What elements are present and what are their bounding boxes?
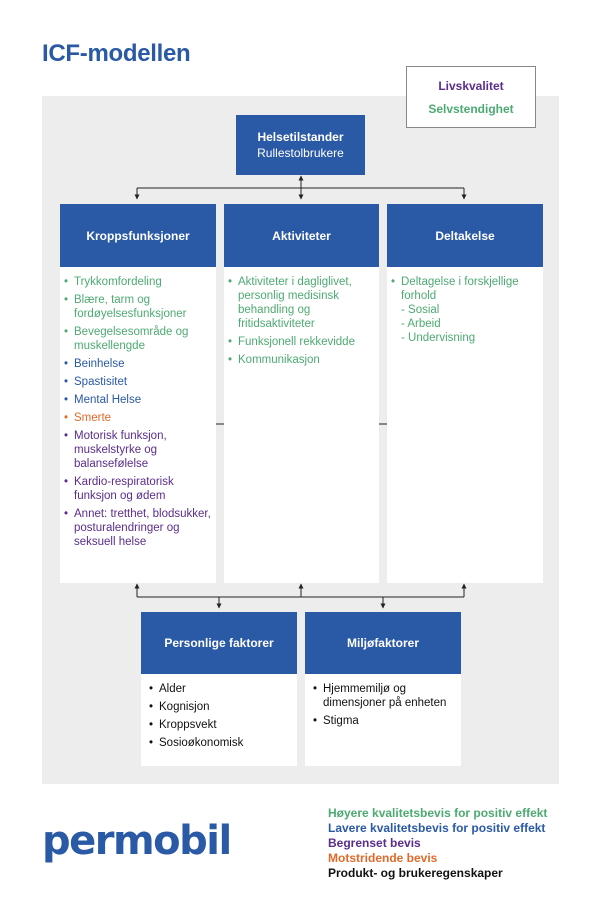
environmental-factors-header: Miljøfaktorer: [305, 612, 461, 674]
environmental-factor-item: Stigma: [309, 714, 457, 728]
activities-header: Aktiviteter: [224, 204, 379, 267]
body-function-item: Mental Helse: [60, 393, 212, 407]
environmental-factors-list: Hjemmemiljø og dimensjoner på enhetenSti…: [309, 682, 457, 728]
participation-subitem: - Sosial: [401, 304, 440, 316]
personal-factor-item: Alder: [145, 682, 293, 696]
activities-title: Aktiviteter: [272, 228, 331, 243]
personal-factor-item: Kognisjon: [145, 700, 293, 714]
independence-label: Selvstendighet: [428, 102, 514, 116]
body-functions-title: Kroppsfunksjoner: [86, 228, 190, 243]
body-function-item: Motorisk funksjon, muskelstyrke og balan…: [60, 429, 212, 471]
participation-list: Deltagelse i forskjellige forhold- Sosia…: [387, 275, 539, 345]
personal-factor-item: Kroppsvekt: [145, 718, 293, 732]
body-function-item: Trykkomfordeling: [60, 275, 212, 289]
personal-factors-box: AlderKognisjonKroppsvektSosioøkonomisk: [141, 674, 297, 766]
body-function-item: Blære, tarm og fordøyelsesfunksjoner: [60, 293, 212, 321]
body-functions-list: TrykkomfordelingBlære, tarm og fordøyels…: [60, 275, 212, 549]
legend-high: Høyere kvalitetsbevis for positiv effekt: [328, 806, 548, 820]
personal-factors-header: Personlige faktorer: [141, 612, 297, 674]
health-subtitle: Rullestolbrukere: [257, 146, 344, 160]
participation-item: Deltagelse i forskjellige forhold- Sosia…: [387, 275, 539, 345]
legend: Høyere kvalitetsbevis for positiv effekt…: [328, 806, 547, 881]
quality-of-life-box: Livskvalitet Selvstendighet: [406, 66, 536, 128]
participation-box: Deltagelse i forskjellige forhold- Sosia…: [387, 267, 543, 583]
personal-factors-title: Personlige faktorer: [164, 636, 274, 650]
personal-factor-item: Sosioøkonomisk: [145, 736, 293, 750]
health-condition-box: Helsetilstander Rullestolbrukere: [236, 115, 365, 175]
activity-item: Aktiviteter i dagliglivet, personlig med…: [224, 275, 375, 331]
participation-header: Deltakelse: [387, 204, 543, 267]
body-function-item: Spastisitet: [60, 375, 212, 389]
body-functions-header: Kroppsfunksjoner: [60, 204, 216, 267]
page-title: ICF-modellen: [42, 40, 191, 67]
legend-product: Produkt- og brukeregenskaper: [328, 866, 503, 880]
body-function-item: Bevegelsesområde og muskellengde: [60, 325, 212, 353]
body-functions-box: TrykkomfordelingBlære, tarm og fordøyels…: [60, 267, 216, 583]
legend-limited: Begrenset bevis: [328, 836, 421, 850]
permobil-logo: permobil: [42, 818, 232, 864]
activities-box: Aktiviteter i dagliglivet, personlig med…: [224, 267, 379, 583]
quality-of-life-label: Livskvalitet: [438, 79, 504, 93]
participation-subitem: - Arbeid: [401, 318, 441, 330]
environmental-factor-item: Hjemmemiljø og dimensjoner på enheten: [309, 682, 457, 710]
personal-factors-list: AlderKognisjonKroppsvektSosioøkonomisk: [145, 682, 293, 750]
participation-title: Deltakelse: [435, 228, 495, 243]
body-function-item: Kardio-respiratorisk funksjon og ødem: [60, 475, 212, 503]
body-function-item: Beinhelse: [60, 357, 212, 371]
body-function-item: Annet: tretthet, blodsukker, posturalend…: [60, 507, 212, 549]
legend-conflicting: Motstridende bevis: [328, 851, 438, 865]
legend-low: Lavere kvalitetsbevis for positiv effekt: [328, 821, 546, 835]
health-title: Helsetilstander: [257, 130, 344, 144]
body-function-item: Smerte: [60, 411, 212, 425]
activity-item: Kommunikasjon: [224, 353, 375, 367]
environmental-factors-title: Miljøfaktorer: [346, 636, 419, 650]
participation-subitem: - Undervisning: [401, 332, 476, 344]
activity-item: Funksjonell rekkevidde: [224, 335, 375, 349]
environmental-factors-box: Hjemmemiljø og dimensjoner på enhetenSti…: [305, 674, 461, 766]
activities-list: Aktiviteter i dagliglivet, personlig med…: [224, 275, 375, 367]
